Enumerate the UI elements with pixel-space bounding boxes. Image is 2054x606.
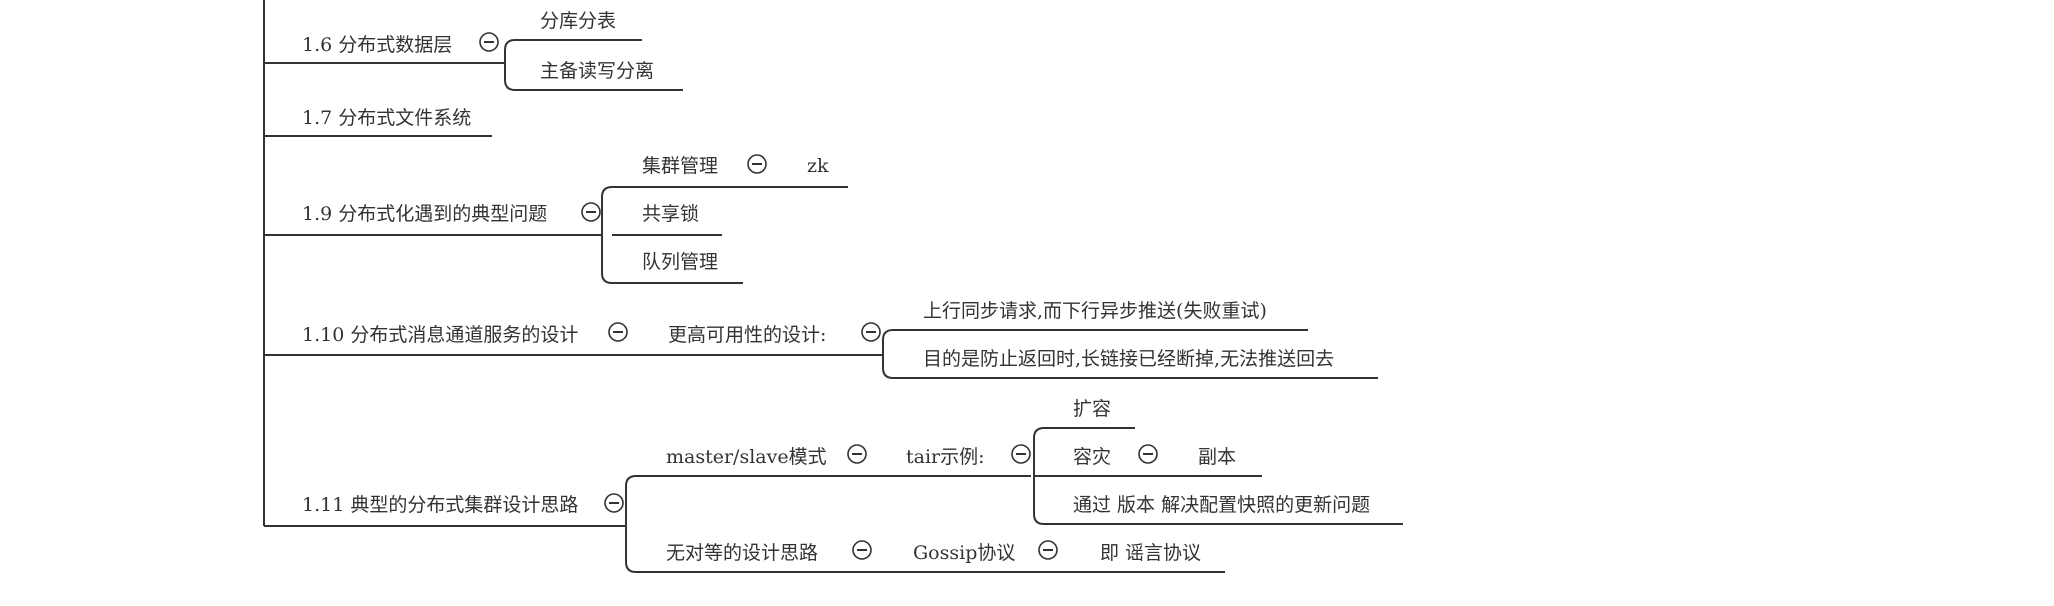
node-1-7[interactable]: 1.7 分布式文件系统 [302,107,471,129]
node-1-11-a[interactable]: master/slave模式 [666,446,827,468]
node-1-11-a1z[interactable]: 通过 版本 解决配置快照的更新问题 [1073,494,1370,516]
collapse-toggle-1-6[interactable] [479,32,499,52]
node-1-11-a1x[interactable]: 扩容 [1073,398,1111,420]
node-1-11-a1y[interactable]: 容灾 [1073,446,1111,468]
collapse-toggle-1-11-b1[interactable] [1038,540,1058,560]
collapse-toggle-1-10[interactable] [608,322,628,342]
collapse-toggle-1-9[interactable] [581,202,601,222]
collapse-toggle-1-11[interactable] [604,493,624,513]
connector-1-10 [872,329,894,379]
collapse-toggle-1-11-a1y[interactable] [1138,444,1158,464]
node-1-9-b[interactable]: 共享锁 [642,203,699,225]
connector-1-6 [497,39,516,91]
collapse-toggle-1-11-a1[interactable] [1011,444,1031,464]
node-1-6[interactable]: 1.6 分布式数据层 [302,34,452,56]
node-1-9-a1[interactable]: zk [807,155,829,177]
node-1-10[interactable]: 1.10 分布式消息通道服务的设计 [302,324,578,346]
connector-1-11 [614,475,637,573]
node-1-10-a1[interactable]: 上行同步请求,而下行异步推送(失败重试) [923,300,1267,322]
collapse-toggle-1-11-b[interactable] [852,540,872,560]
node-1-10-a[interactable]: 更高可用性的设计: [668,324,826,346]
node-1-11[interactable]: 1.11 典型的分布式集群设计思路 [302,494,578,516]
node-1-9-a[interactable]: 集群管理 [642,155,718,177]
collapse-toggle-1-10-a[interactable] [861,322,881,342]
node-1-11-b1a[interactable]: 即 谣言协议 [1100,542,1201,564]
node-1-6-a[interactable]: 分库分表 [540,10,616,32]
collapse-toggle-1-9-a[interactable] [747,154,767,174]
node-1-11-b1[interactable]: Gossip协议 [913,542,1015,564]
node-1-11-a1y1[interactable]: 副本 [1198,446,1236,468]
node-1-10-a2[interactable]: 目的是防止返回时,长链接已经断掉,无法推送回去 [923,348,1334,370]
node-1-9-c[interactable]: 队列管理 [642,251,718,273]
node-1-11-b[interactable]: 无对等的设计思路 [666,542,818,564]
collapse-toggle-1-11-a[interactable] [847,444,867,464]
node-1-9[interactable]: 1.9 分布式化遇到的典型问题 [302,203,547,225]
connector-1-9 [590,186,613,284]
node-1-11-a1[interactable]: tair示例: [906,446,985,468]
node-1-6-b[interactable]: 主备读写分离 [540,60,654,82]
